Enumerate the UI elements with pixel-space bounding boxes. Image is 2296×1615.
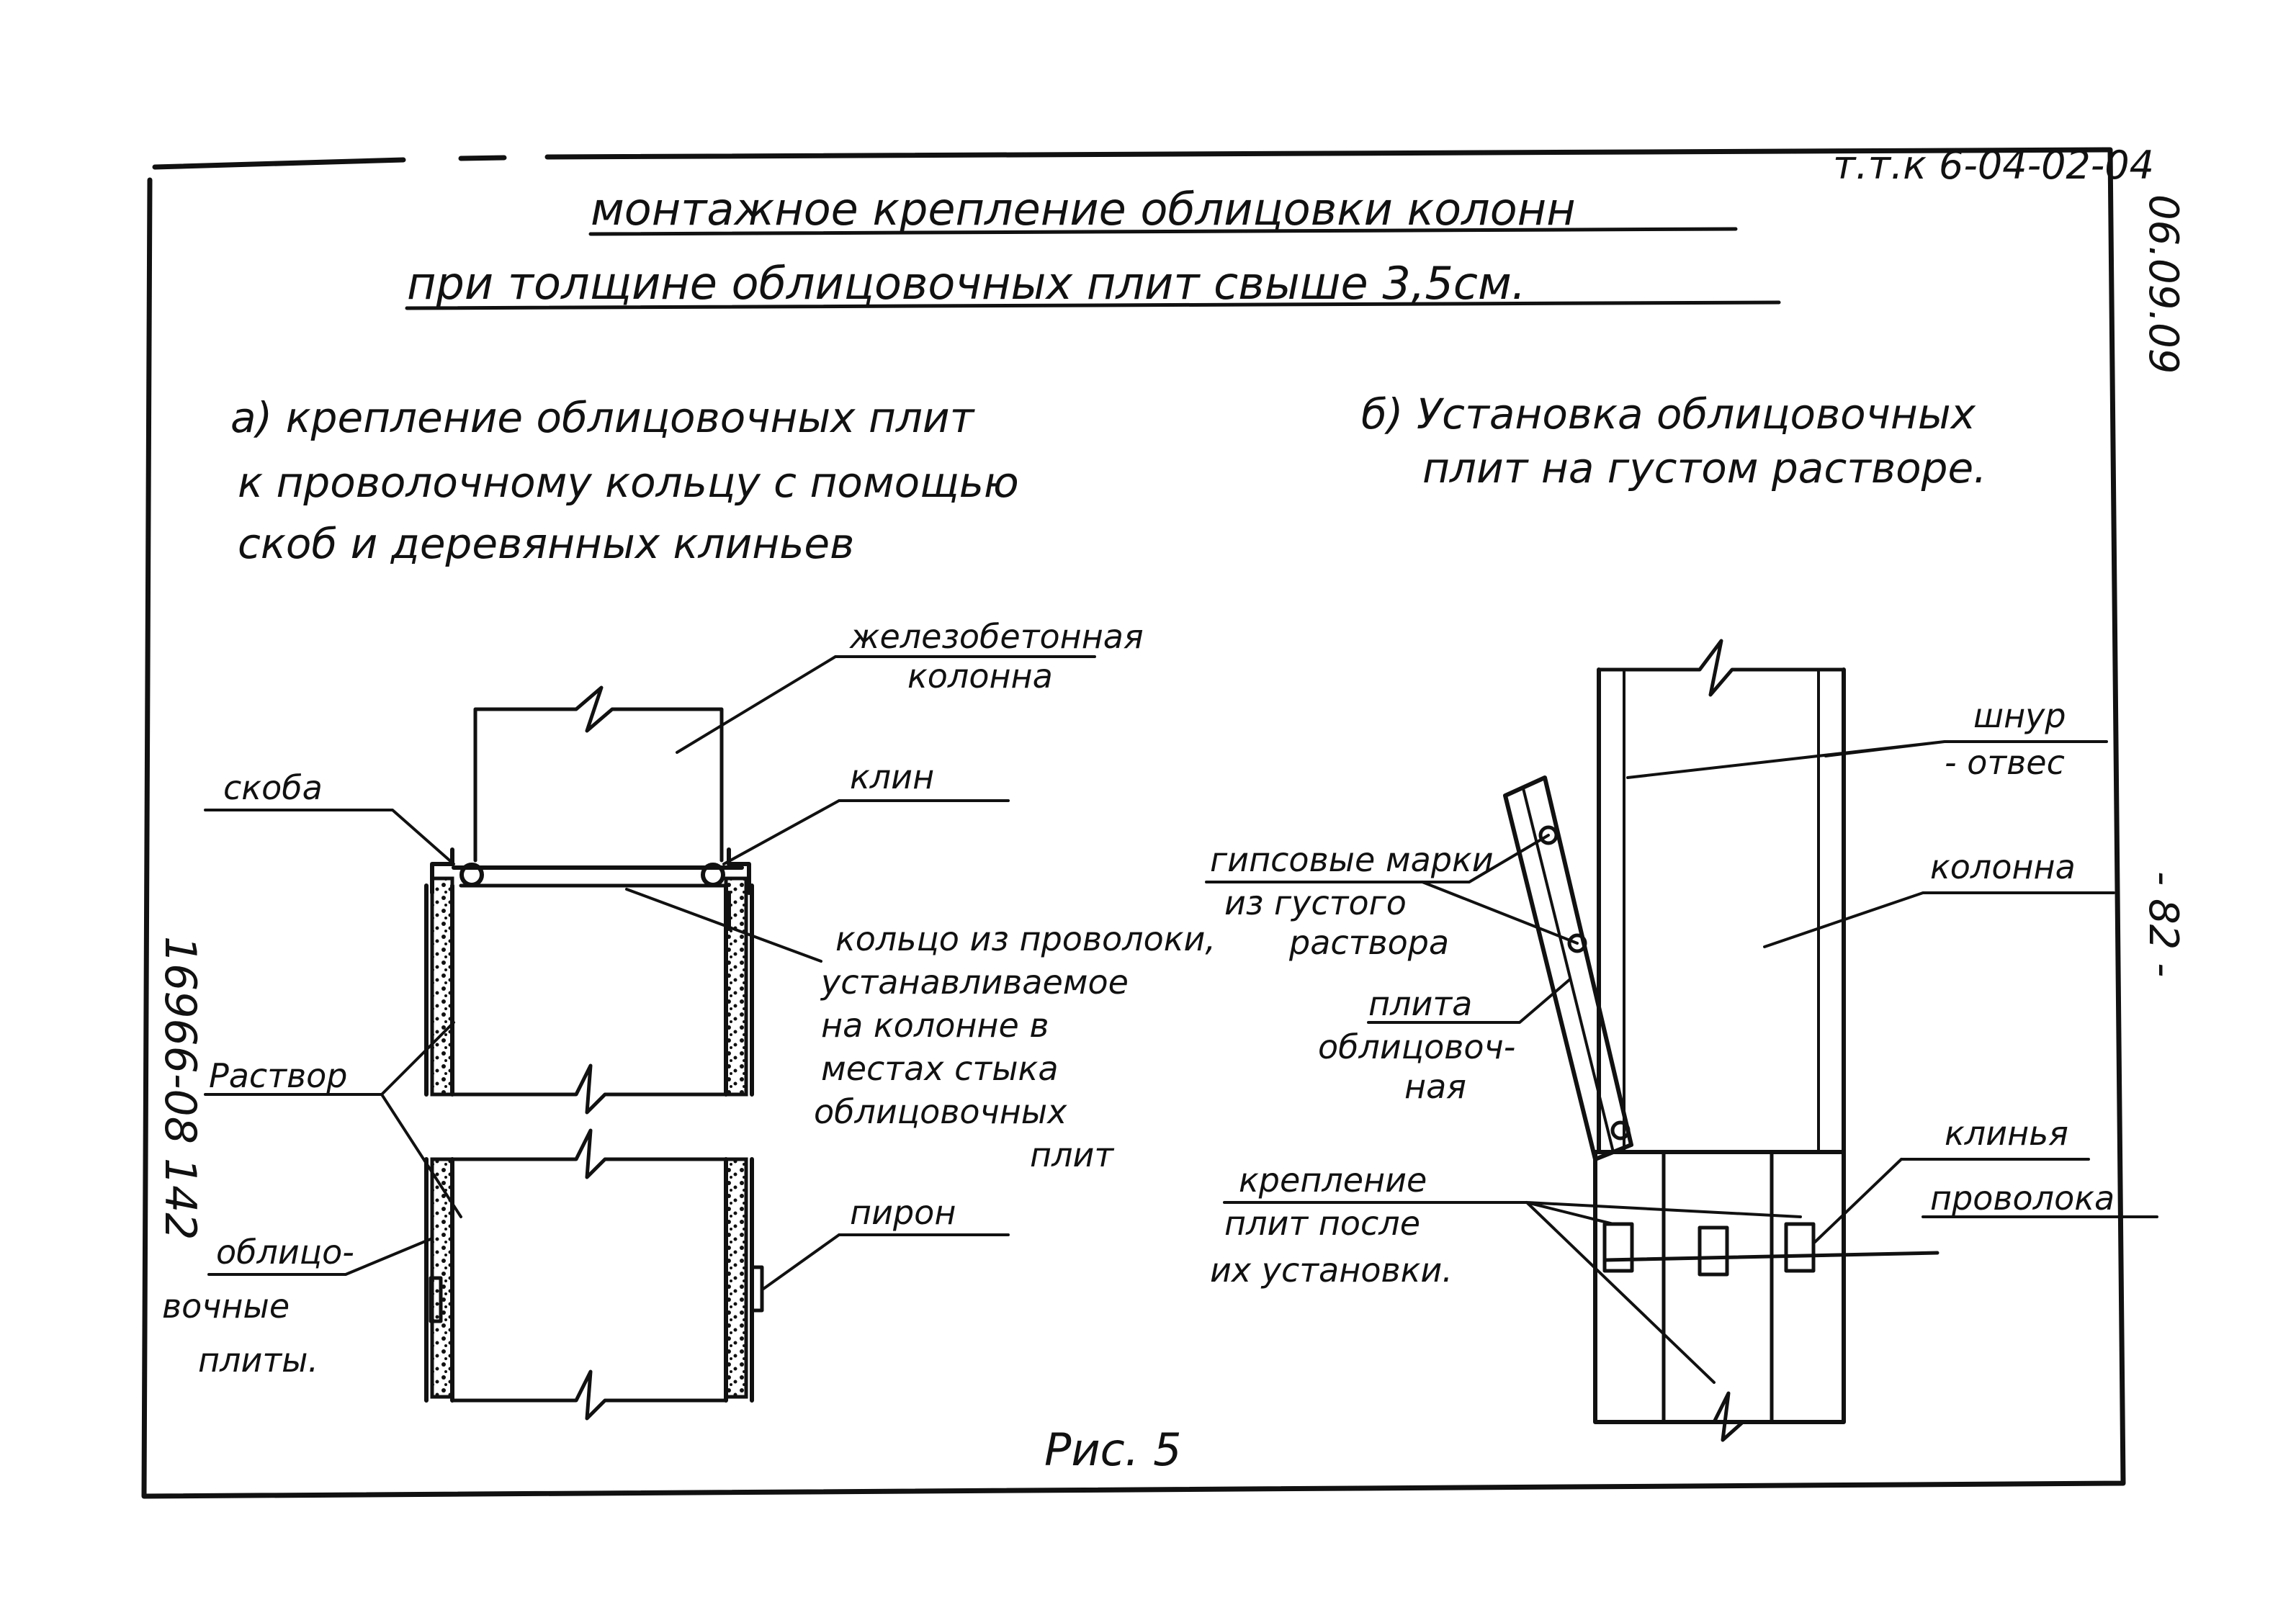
sheet-frame [141, 147, 2126, 1499]
label-wire: проволока [1930, 1179, 2115, 1218]
label-bracket: скоба [223, 768, 323, 807]
figure-a [424, 685, 764, 1421]
wedge-b-1 [1602, 1222, 1634, 1273]
label-column-b: колонна [1930, 847, 2076, 886]
wedge-b-2 [1698, 1225, 1729, 1277]
side-code: 06.09.09 [2140, 194, 2187, 374]
pin-left [429, 1276, 443, 1323]
caption-b-line: б) Установка облицовочных [1361, 390, 1976, 438]
figure-b-labels: шнур - отвес гипсовые марки из густого р… [1205, 696, 2158, 1384]
leader-column-b [1763, 891, 2115, 948]
plate-joints [1662, 1150, 1774, 1424]
title-line-1: монтажное крепление облицовки колонн [591, 183, 1576, 235]
gypsum-mark-2 [1567, 933, 1587, 953]
tilted-plate-inner [1522, 787, 1615, 1153]
caption-b-line: плит на густом растворе. [1422, 444, 1987, 492]
break-line-bottom [450, 1369, 728, 1421]
leader-column-a [676, 655, 1096, 754]
label-gypsum: гипсовые марки [1210, 840, 1494, 879]
label-ring: на колонне в [821, 1006, 1049, 1045]
caption-b: б) Установка облицовочных плит на густом… [1361, 390, 1987, 492]
gypsum-mark-3 [1610, 1120, 1631, 1141]
vertical-stamp: 16966-08 142 [155, 936, 205, 1240]
leader-plate-b [1367, 978, 1571, 1024]
label-ring: плит [1030, 1135, 1114, 1174]
installed-plates [1593, 1150, 1846, 1424]
leader-wedge [722, 799, 1010, 865]
break-bottom-b [1662, 1391, 1774, 1442]
page-number: - 82 - [2140, 871, 2187, 977]
label-gypsum: раствора [1288, 923, 1449, 962]
leader-gypsum [1205, 834, 1579, 945]
label-ring: местах стыка [821, 1049, 1059, 1088]
title-underline-2 [405, 300, 1781, 310]
pin-right [750, 1265, 764, 1313]
leader-wedges [1813, 1158, 2090, 1243]
mortar-layer-left-upper [430, 876, 454, 1097]
leader-ring [625, 888, 822, 963]
label-wedges: клинья [1945, 1114, 2068, 1153]
wire-b [1604, 1251, 1940, 1262]
caption-a-line: скоб и деревянных клиньев [238, 519, 854, 568]
label-ring: облицовочных [814, 1092, 1067, 1131]
tilted-plate [1503, 775, 1633, 1161]
figure-b [1503, 639, 1940, 1442]
wedge-left [459, 863, 484, 887]
label-wedge: клин [850, 757, 934, 796]
leader-mortar [204, 1021, 462, 1218]
document-code: т.т.к 6-04-02-04 [1833, 143, 2154, 188]
label-plate-b: облицовоч- [1318, 1027, 1515, 1066]
label-fastening: крепление [1239, 1161, 1427, 1200]
leader-fastening [1223, 1201, 1802, 1384]
caption-a: а) крепление облицовочных плит к проволо… [230, 393, 1019, 568]
title-line-2: при толщине облицовочных плит свыше 3,5с… [407, 257, 1525, 310]
caption-a-line: а) крепление облицовочных плит [230, 393, 976, 442]
bracket-right [727, 847, 751, 931]
mortar-layer-right-lower [724, 1157, 748, 1399]
bracket-left [430, 847, 454, 931]
label-ring: кольцо из проволоки, [835, 919, 1216, 958]
label-plates: вочные [162, 1287, 290, 1326]
label-plates: плиты. [198, 1341, 318, 1380]
label-cord: - отвес [1945, 743, 2065, 782]
leader-cord [1626, 740, 2108, 779]
title-underline-1 [588, 227, 1738, 236]
label-fastening: их установки. [1210, 1251, 1453, 1290]
caption-a-line: к проволочному кольцу с помощью [238, 458, 1019, 507]
label-gypsum: из густого [1224, 883, 1407, 922]
figure-caption: Рис. 5 [1044, 1423, 1182, 1476]
label-ring: устанавливаемое [820, 963, 1129, 1002]
leader-plates [207, 1237, 434, 1276]
label-column-a: железобетонная [849, 617, 1144, 656]
cladding-plates-lower [424, 1157, 754, 1403]
label-cord: шнур [1973, 696, 2066, 735]
column-upper [473, 685, 724, 863]
column-b-edges [1597, 667, 1846, 1154]
break-line-mid [450, 1063, 728, 1115]
label-plates: облицо- [216, 1233, 354, 1272]
label-mortar: Раствор [209, 1056, 347, 1095]
plumb-cords [1623, 668, 1820, 1153]
label-fastening: плит после [1224, 1204, 1420, 1243]
cladding-plates-upper [424, 883, 754, 1097]
label-column-a: колонна [907, 657, 1053, 696]
label-pin: пирон [850, 1193, 956, 1232]
label-plate-b: ная [1404, 1067, 1466, 1106]
leader-bracket [204, 809, 455, 865]
figure-a-labels: железобетонная колонна скоба клин кольцо… [162, 617, 1216, 1380]
break-line-lower-top [450, 1128, 728, 1179]
label-plate-b: плита [1368, 984, 1472, 1023]
gypsum-mark-1 [1538, 825, 1559, 845]
leader-pin [762, 1233, 1010, 1290]
column-b-break-top [1597, 639, 1846, 697]
wedge-right [701, 863, 725, 887]
wedge-b-3 [1784, 1222, 1816, 1273]
